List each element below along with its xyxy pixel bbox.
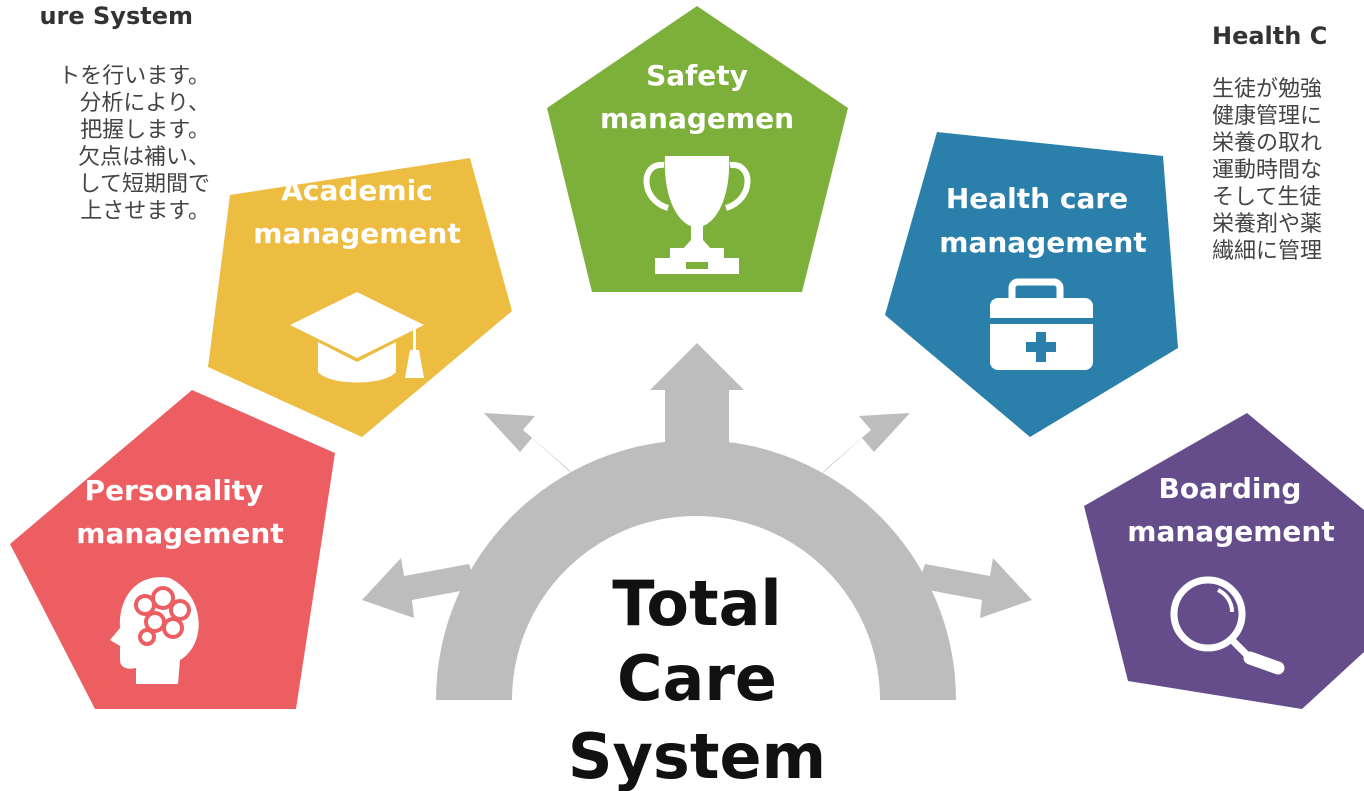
left-panel-line: トを行います。 xyxy=(58,64,210,89)
right-panel-line: 運動時間な xyxy=(1212,158,1323,183)
arrow-up xyxy=(650,343,744,465)
pentagon-shape xyxy=(547,6,848,292)
arrow-right xyxy=(917,558,1032,618)
first-aid-kit-icon xyxy=(990,278,1093,370)
pentagon-label: management xyxy=(76,517,283,550)
brain-head-icon xyxy=(110,577,199,684)
pentagon-label: management xyxy=(939,226,1146,259)
pentagon-label: Health care xyxy=(946,182,1128,215)
right-panel-line: 健康管理に xyxy=(1212,104,1323,129)
pentagon-personality: Personality management xyxy=(10,390,335,709)
center-title-line: Care xyxy=(617,642,777,715)
center-title: Total Care System xyxy=(568,567,826,791)
left-panel-line: 分析により、 xyxy=(79,91,210,116)
arrow-up-right xyxy=(817,413,910,478)
pentagon-label: Personality xyxy=(85,474,264,507)
pentagon-label: Safety xyxy=(646,59,748,92)
right-description-panel: Health C 生徒が勉強 健康管理に 栄養の取れ 運動時間な そして生徒 栄… xyxy=(1212,22,1327,265)
pentagon-label: Academic xyxy=(281,174,433,207)
pentagon-label: Boarding xyxy=(1159,472,1302,505)
arrow-left xyxy=(362,558,477,618)
right-panel-line: 栄養の取れ xyxy=(1212,131,1323,156)
pentagon-shape xyxy=(1084,413,1364,709)
pentagon-label: management xyxy=(1127,515,1334,548)
magnifier-icon xyxy=(1170,576,1285,675)
pentagon-shape xyxy=(10,390,335,709)
center-title-line: Total xyxy=(612,567,781,640)
center-title-line: System xyxy=(568,720,826,791)
left-panel-line: 上させます。 xyxy=(80,199,210,224)
hub-ring xyxy=(436,440,956,700)
left-panel-line: して短期間で xyxy=(78,172,210,197)
left-panel-line: 把握します。 xyxy=(80,118,210,143)
right-panel-line: 栄養剤や薬 xyxy=(1212,212,1323,237)
hub-gear xyxy=(362,343,1032,700)
pentagon-health: Health care management xyxy=(885,132,1178,437)
graduation-cap-icon xyxy=(290,292,424,383)
pentagon-label: managemen xyxy=(600,102,794,135)
left-panel-heading: ure System xyxy=(39,2,193,30)
pentagon-academic: Academic management xyxy=(208,158,512,437)
pentagon-boarding: Boarding management xyxy=(1084,413,1364,709)
right-panel-heading: Health C xyxy=(1212,22,1328,50)
right-panel-line: 生徒が勉強 xyxy=(1212,77,1323,102)
right-panel-line: 繊細に管理 xyxy=(1212,239,1323,264)
right-panel-line: そして生徒 xyxy=(1212,185,1322,210)
pentagon-label: management xyxy=(253,217,460,250)
trophy-icon xyxy=(643,156,751,274)
left-panel-line: 欠点は補い、 xyxy=(77,145,210,170)
arrow-up-left xyxy=(484,413,577,478)
pentagon-safety: Safety managemen xyxy=(547,6,848,292)
